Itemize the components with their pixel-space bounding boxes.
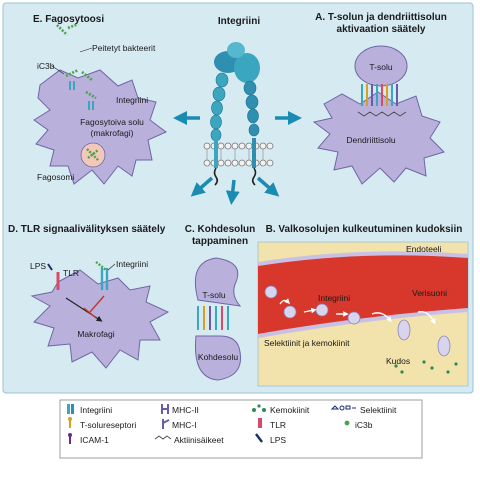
legend-box <box>59 399 423 459</box>
endothelium-label: Endoteeli <box>406 244 442 254</box>
lps-icon <box>255 433 263 443</box>
legend-label-mhc1: MHC-I <box>172 420 197 430</box>
central-integrin-molecule <box>203 42 274 186</box>
vessel-integrin-label: Integriini <box>318 293 350 303</box>
integrin-icon <box>67 404 74 414</box>
ic3b-label: iC3b <box>37 61 55 71</box>
ic3b-icon <box>344 420 350 426</box>
blood-vessel <box>258 253 468 336</box>
phagocyte-integrin-label: Integriini <box>116 95 148 105</box>
phagocyte-label-line1: Fagosytoiva solu <box>80 117 144 127</box>
tissue-chemokines <box>394 360 458 374</box>
panel-c-title-line1: C. Kohdesolun <box>185 224 256 235</box>
legend-label-integrin: Integriini <box>80 405 112 415</box>
panel-d-title: D. TLR signaalivälityksen säätely <box>8 224 166 235</box>
t-cell-c <box>194 257 242 307</box>
legend-label-tlr: TLR <box>270 420 286 430</box>
panel-a-title-line1: A. T-solun ja dendriittisolun <box>315 12 447 23</box>
panel-e-title: E. Fagosytoosi <box>33 14 104 25</box>
chemokine-icon <box>252 404 266 412</box>
legend-label-selectin: Selektiinit <box>360 405 397 415</box>
selectin-icon <box>330 405 356 411</box>
ic3b-pointer <box>51 65 65 75</box>
bacteria-pointer <box>79 47 93 53</box>
tlr-icon <box>258 418 262 428</box>
actin-icon <box>154 435 172 440</box>
actin-a <box>357 111 407 117</box>
endothelium-bottom <box>257 308 469 338</box>
macrophage-integrin-label: Integriini <box>116 259 148 269</box>
legend-label-tcr: T-solureseptori <box>80 420 136 430</box>
mhc2-icon <box>161 404 169 414</box>
panel-a-title-line2: aktivaation säätely <box>337 24 426 35</box>
macrophage-label: Makrofagi <box>77 329 114 339</box>
mhc1-icon <box>162 419 170 429</box>
legend-label-icam1: ICAM-1 <box>80 435 109 445</box>
phagosome-label: Fagosomi <box>37 172 74 182</box>
t-cell-c-label: T-solu <box>202 290 225 300</box>
legend-label-lps: LPS <box>270 435 286 445</box>
tissue-label: Kudos <box>386 356 410 366</box>
target-cell <box>194 335 242 381</box>
coated-bacteria <box>56 22 97 100</box>
dendritic-label: Dendriittisolu <box>346 135 395 145</box>
vessel-flow-arrows <box>279 298 436 325</box>
rolling-leukocytes <box>264 285 451 357</box>
legend-label-mhc2: MHC-II <box>172 405 199 415</box>
pathway-arrows <box>173 111 302 205</box>
panel-c-title-line2: tappaminen <box>192 236 248 247</box>
bacteria-label: Peitetyt bakteerit <box>92 43 156 53</box>
synapse-molecules-c <box>197 306 229 330</box>
selectins-label: Selektiinit ja kemokiinit <box>264 338 350 348</box>
legend-label-chemokine: Kemokiinit <box>270 405 310 415</box>
phagocyte-cell <box>33 69 167 185</box>
endothelium-top <box>257 251 469 266</box>
phagocyte-label-line2: (makrofagi) <box>91 128 134 138</box>
legend-label-ic3b: iC3b <box>355 420 373 430</box>
icam1-icon <box>68 433 72 444</box>
vessel-label: Verisuoni <box>412 288 447 298</box>
tlr-and-lps-d <box>47 261 109 322</box>
panel-b-title: B. Valkosolujen kulkeutuminen kudoksiin <box>266 224 463 235</box>
t-cell-a-label: T-solu <box>369 62 392 72</box>
integrin-pointer-d <box>107 263 116 271</box>
tcr-icon <box>68 417 72 428</box>
legend-label-actin: Aktiinisäikeet <box>174 435 224 445</box>
tlr-label: TLR <box>63 268 79 278</box>
phagocyte-integrins <box>69 81 94 110</box>
synapse-molecules-a <box>361 84 398 106</box>
integrin-title: Integriini <box>218 16 260 27</box>
lps-label: LPS <box>30 261 46 271</box>
target-cell-label: Kohdesolu <box>198 352 238 362</box>
